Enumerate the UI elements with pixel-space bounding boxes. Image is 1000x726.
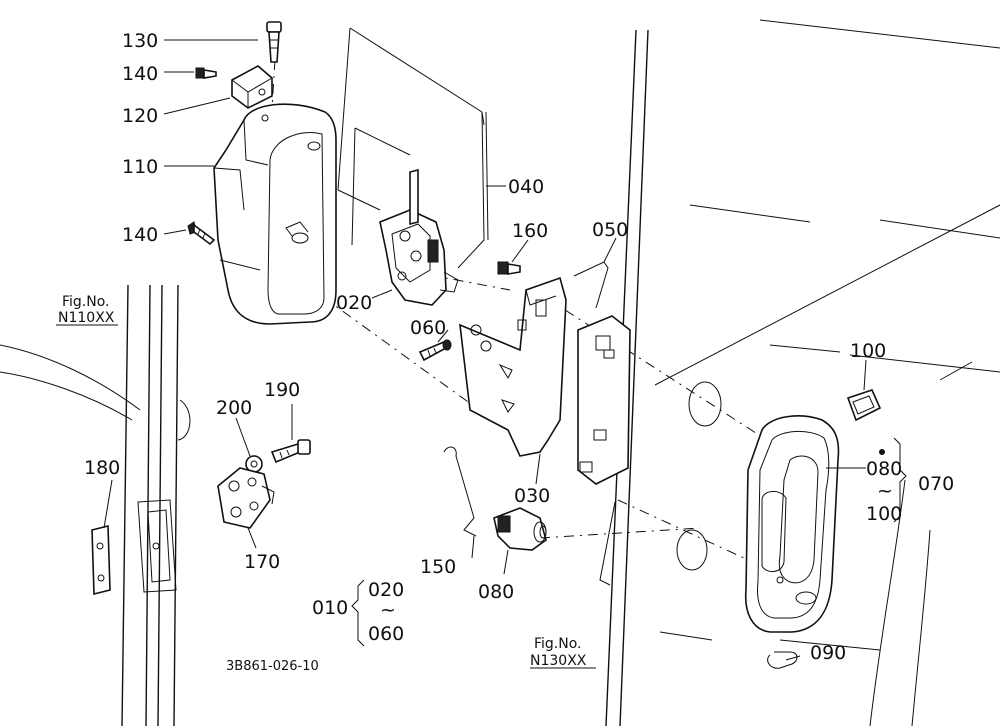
label-180: 180 — [84, 457, 120, 479]
label-060-range: 060 — [368, 623, 404, 645]
part-070-handle — [744, 415, 840, 633]
label-140-top: 140 — [122, 63, 158, 85]
label-tilde-010: ~ — [380, 599, 396, 621]
part-180-striker — [91, 499, 177, 596]
fig-ref-left-line2: N110XX — [58, 310, 115, 326]
label-080: 080 — [478, 581, 514, 603]
label-090: 090 — [810, 642, 846, 664]
part-120-cap — [231, 65, 273, 109]
label-110: 110 — [122, 156, 158, 178]
label-170: 170 — [244, 551, 280, 573]
part-130-bolt — [266, 21, 282, 63]
label-070: 070 — [918, 473, 954, 495]
part-110-cover — [213, 103, 337, 325]
part-050-spring — [573, 261, 609, 309]
bracket-070 — [893, 437, 907, 523]
label-030: 030 — [514, 485, 550, 507]
fig-ref-right-line1: Fig.No. — [534, 636, 582, 652]
label-100: 100 — [850, 340, 886, 362]
part-190-bolt — [270, 439, 311, 464]
label-160: 160 — [512, 220, 548, 242]
label-020: 020 — [336, 292, 372, 314]
door-frame-lines — [0, 19, 1000, 726]
part-030-bracket — [459, 276, 567, 457]
label-120: 120 — [122, 105, 158, 127]
label-130: 130 — [122, 30, 158, 52]
leader-lines — [56, 39, 867, 669]
part-labels: 130 140 120 110 140 040 160 050 020 060 … — [84, 30, 954, 664]
label-100-range: 100 — [866, 503, 902, 525]
part-150-rod — [443, 446, 477, 537]
label-200: 200 — [216, 397, 252, 419]
part-020-latch — [379, 168, 459, 306]
label-040: 040 — [508, 176, 544, 198]
part-170-plate — [217, 467, 275, 529]
part-100-gasket — [846, 389, 882, 422]
part-080-cylinder — [493, 507, 547, 551]
label-060: 060 — [410, 317, 446, 339]
label-140-side: 140 — [122, 224, 158, 246]
label-tilde-range: ~ — [877, 480, 893, 502]
label-020-range: 020 — [368, 579, 404, 601]
part-140-screw-top — [195, 67, 217, 79]
label-010: 010 — [312, 597, 348, 619]
drawing-code: 3B861-026-10 — [226, 659, 319, 674]
fig-ref-right: Fig.No. N130XX — [530, 636, 587, 669]
fig-ref-left: Fig.No. N110XX — [58, 294, 115, 326]
part-040-rod — [481, 111, 485, 126]
label-190: 190 — [264, 379, 300, 401]
label-050: 050 — [592, 219, 628, 241]
label-080-range: 080 — [866, 458, 902, 480]
reference-dot — [879, 449, 885, 455]
fig-ref-right-line2: N130XX — [530, 653, 587, 669]
rod-lines — [337, 27, 616, 586]
bracket-010 — [351, 579, 365, 647]
part-090-clip — [767, 651, 798, 669]
label-150: 150 — [420, 556, 456, 578]
part-060-bolt — [418, 339, 452, 362]
part-inner-plate — [577, 315, 631, 485]
part-140-screw-side — [187, 221, 216, 246]
part-160-screw — [497, 261, 521, 275]
fig-ref-left-line1: Fig.No. — [62, 294, 110, 310]
